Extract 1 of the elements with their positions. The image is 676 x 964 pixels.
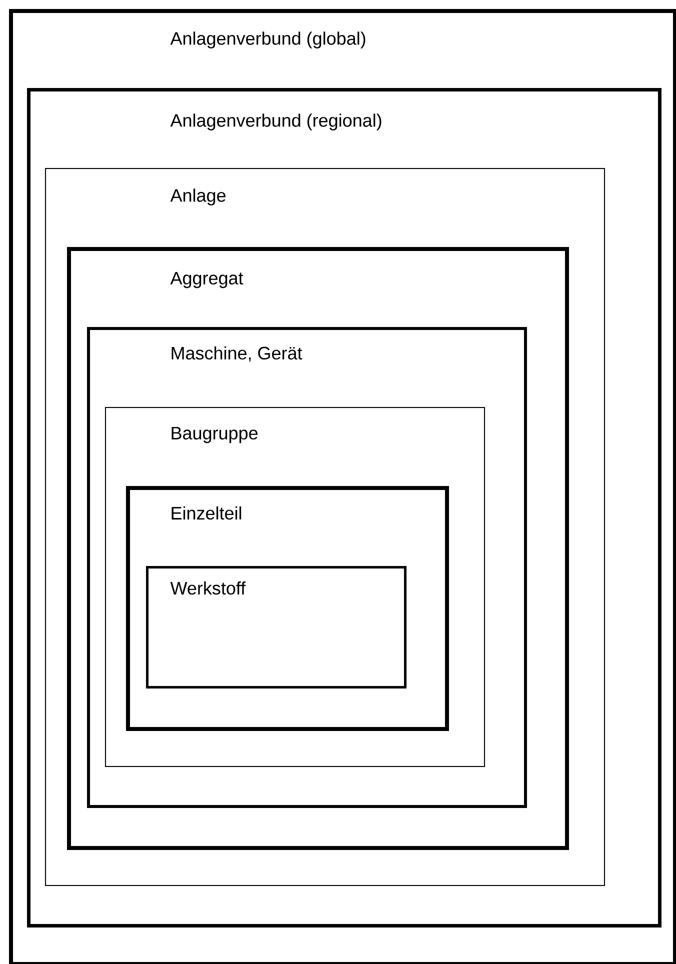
nested-box: Werkstoff [146, 566, 406, 689]
